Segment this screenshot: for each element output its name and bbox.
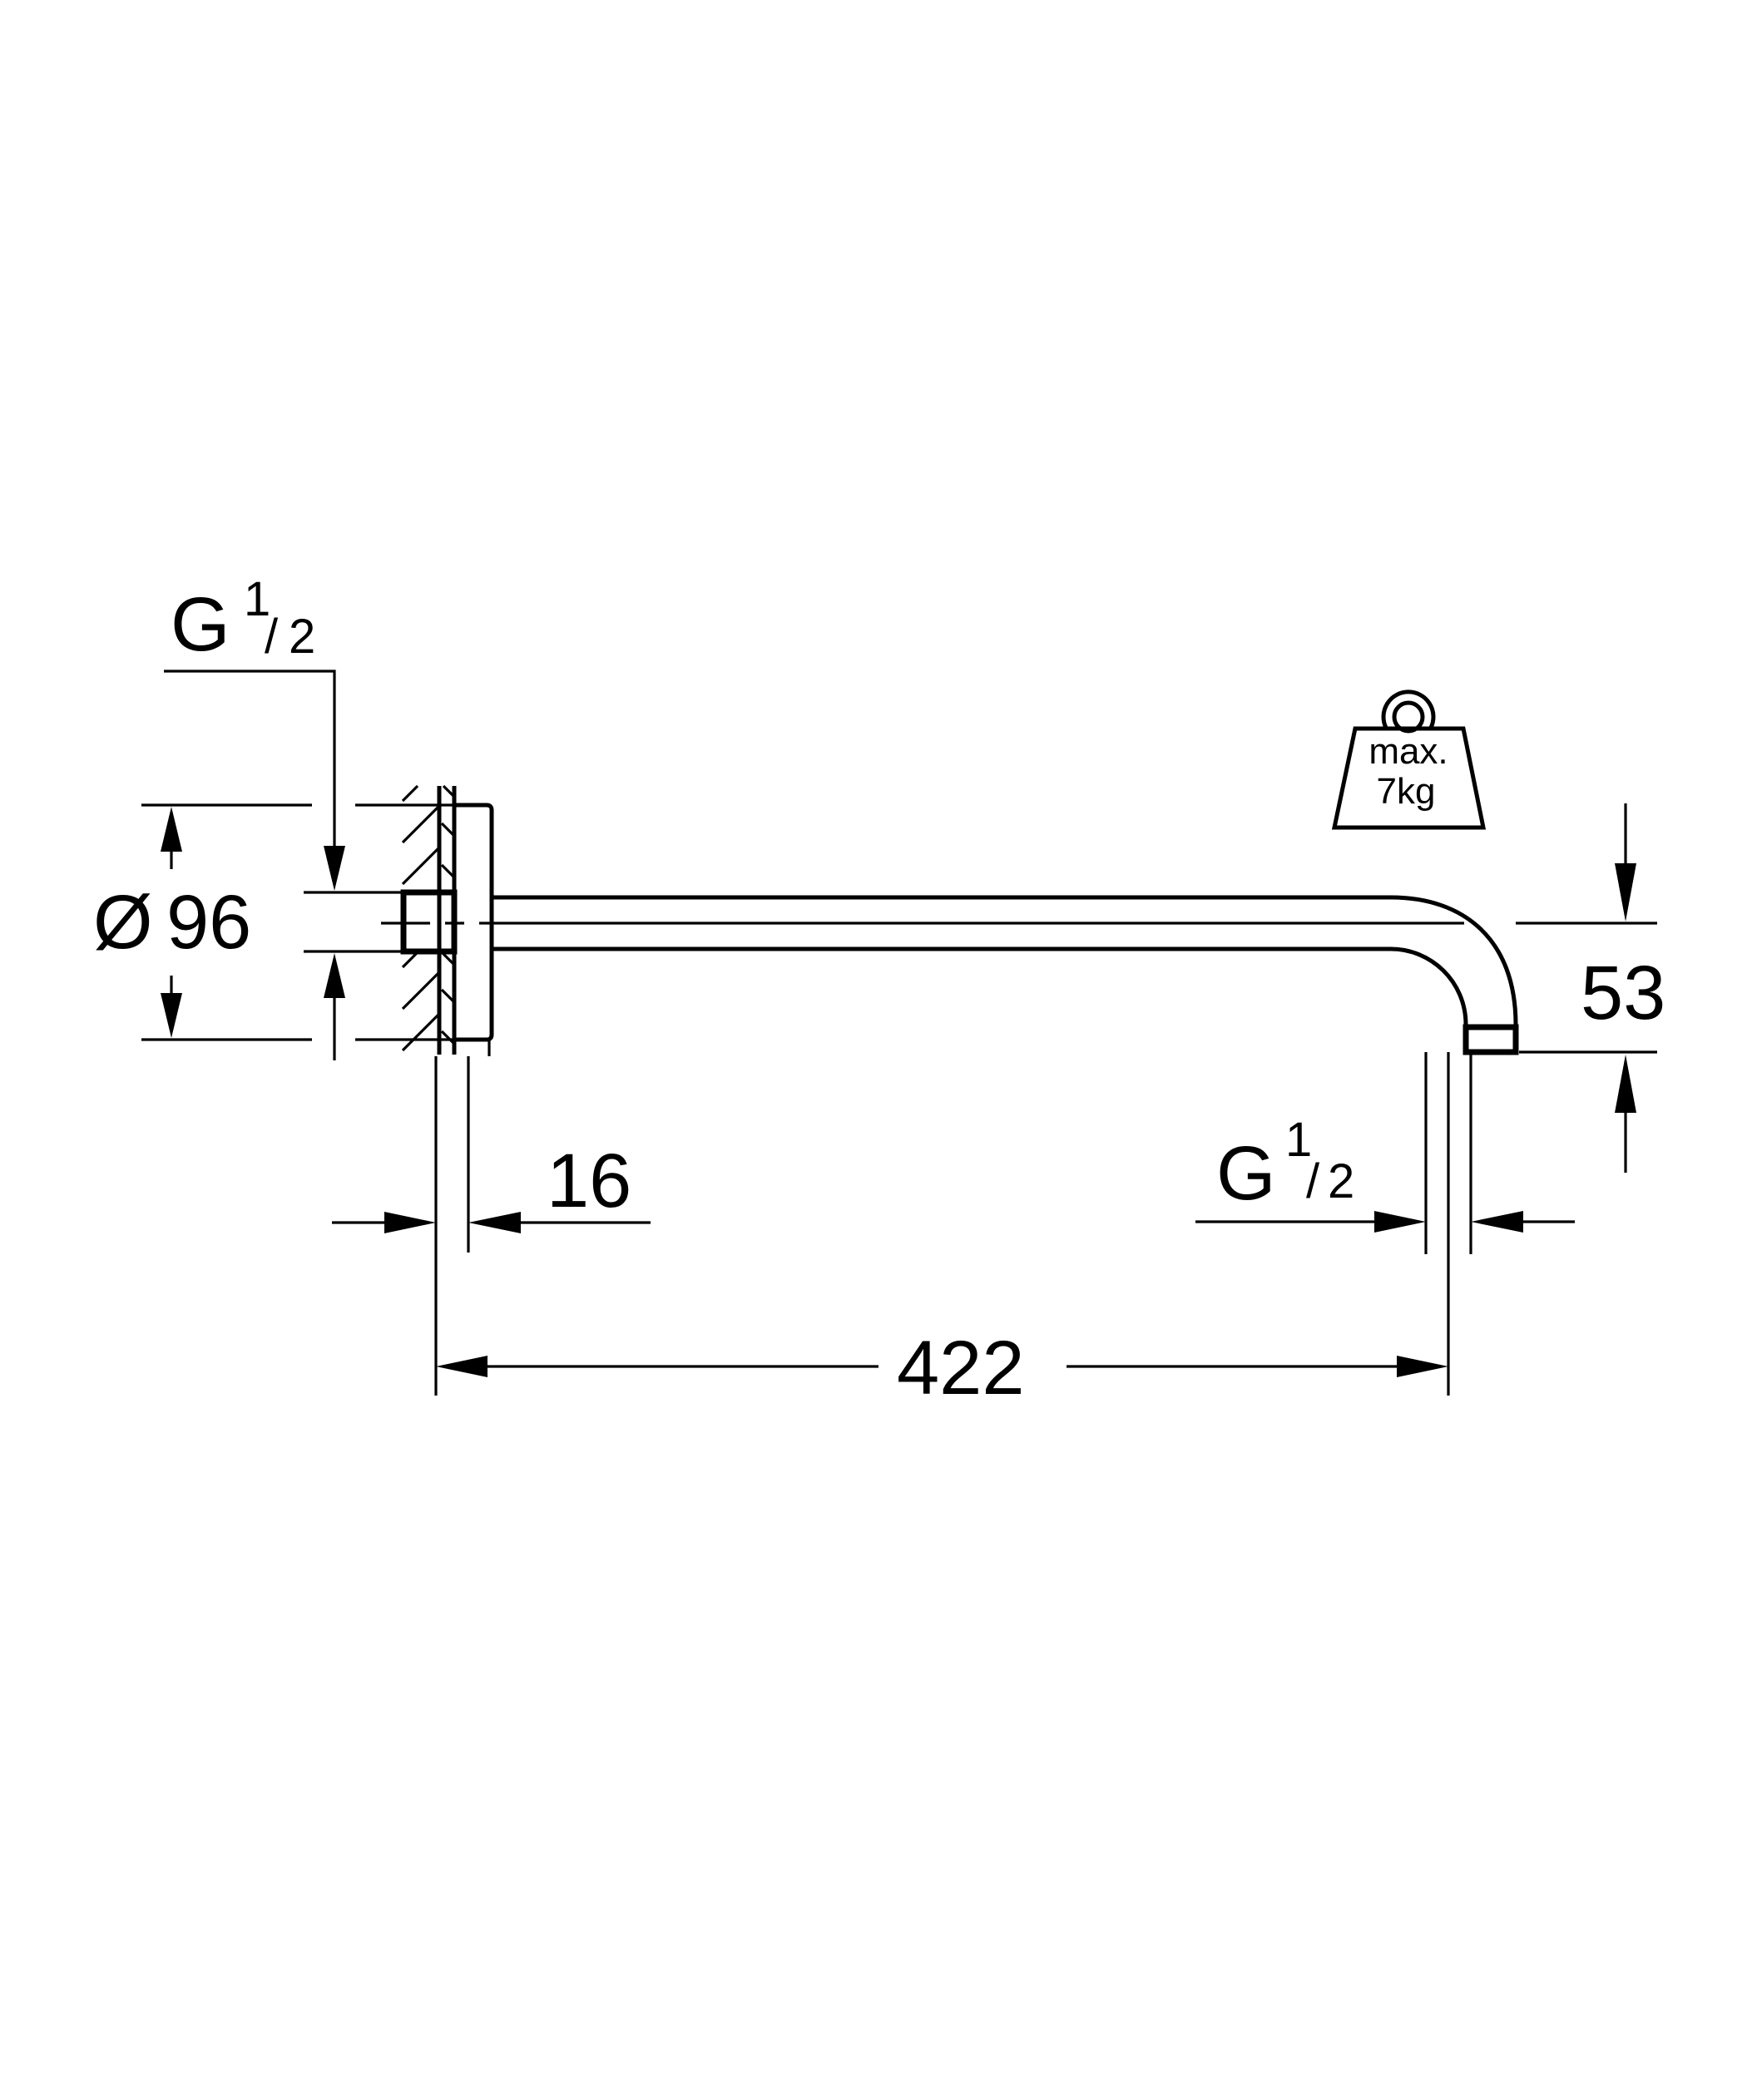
flange-depth-dimension: 16 [332, 1056, 651, 1396]
outlet-thread-dimension: G 1 / 2 [1195, 1113, 1575, 1233]
inlet-thread-dimension: G 1 / 2 [164, 572, 403, 1060]
inlet-thread-prefix: G [171, 582, 230, 667]
inlet-thread-slash: / [265, 610, 279, 664]
shower-arm [492, 895, 1519, 1055]
flange-diameter-dimension: Ø 96 [93, 803, 454, 1041]
outlet-thread-prefix: G [1216, 1131, 1276, 1216]
outlet-nut [1462, 1024, 1519, 1055]
outlet-extension-lines [1424, 1052, 1472, 1396]
max-load-line1: max. [1368, 731, 1448, 772]
weight-icon: max. 7kg [1331, 689, 1487, 830]
wall-section [401, 784, 457, 1055]
diameter-symbol: Ø [93, 880, 153, 965]
max-load-line2: 7kg [1377, 771, 1436, 812]
flange-depth-value: 16 [547, 1139, 631, 1223]
outlet-drop-value: 53 [1581, 951, 1665, 1035]
outlet-thread-slash: / [1306, 1154, 1320, 1208]
inlet-thread-numerator: 1 [244, 572, 270, 626]
outlet-drop-dimension: 53 [1516, 803, 1665, 1173]
inlet-thread-denominator: 2 [289, 610, 315, 664]
wall-flange [454, 803, 494, 1056]
diameter-value: 96 [166, 880, 251, 965]
outlet-thread-numerator: 1 [1285, 1113, 1312, 1167]
arm-length-dimension: 422 [436, 1326, 1448, 1411]
arm-length-value: 422 [897, 1326, 1025, 1411]
outlet-thread-denominator: 2 [1328, 1154, 1354, 1208]
